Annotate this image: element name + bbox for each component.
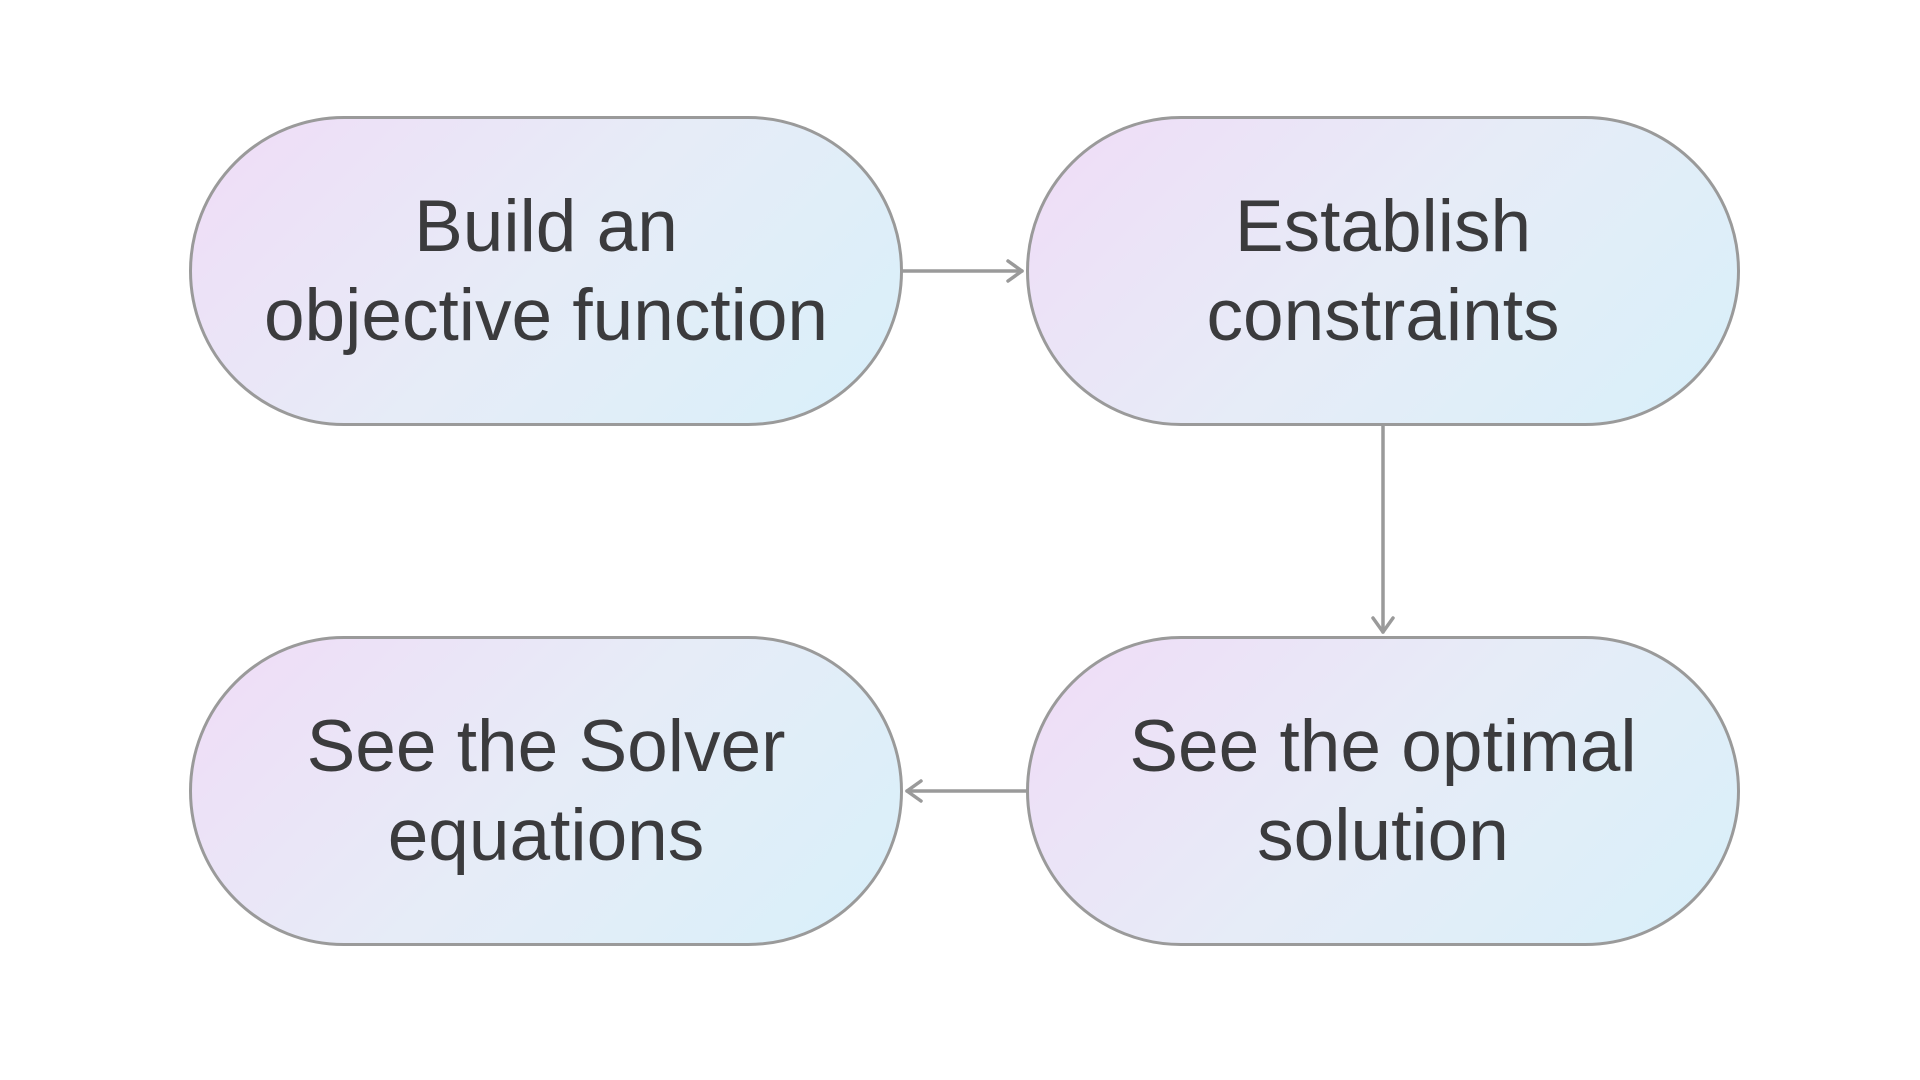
node-establish-constraints: Establish constraints xyxy=(1026,116,1740,426)
node-label: See the optimal solution xyxy=(1129,706,1637,876)
node-label: Build an objective function xyxy=(263,186,829,356)
node-label: See the Solver equations xyxy=(306,706,786,876)
node-build-objective-function: Build an objective function xyxy=(189,116,903,426)
node-label: Establish constraints xyxy=(1206,186,1560,356)
node-see-solver-equations: See the Solver equations xyxy=(189,636,903,946)
arrowhead-optimal-to-solver xyxy=(905,779,923,803)
arrowhead-establish-to-optimal xyxy=(1371,616,1395,634)
node-see-optimal-solution: See the optimal solution xyxy=(1026,636,1740,946)
arrowhead-build-to-establish xyxy=(1006,259,1024,283)
